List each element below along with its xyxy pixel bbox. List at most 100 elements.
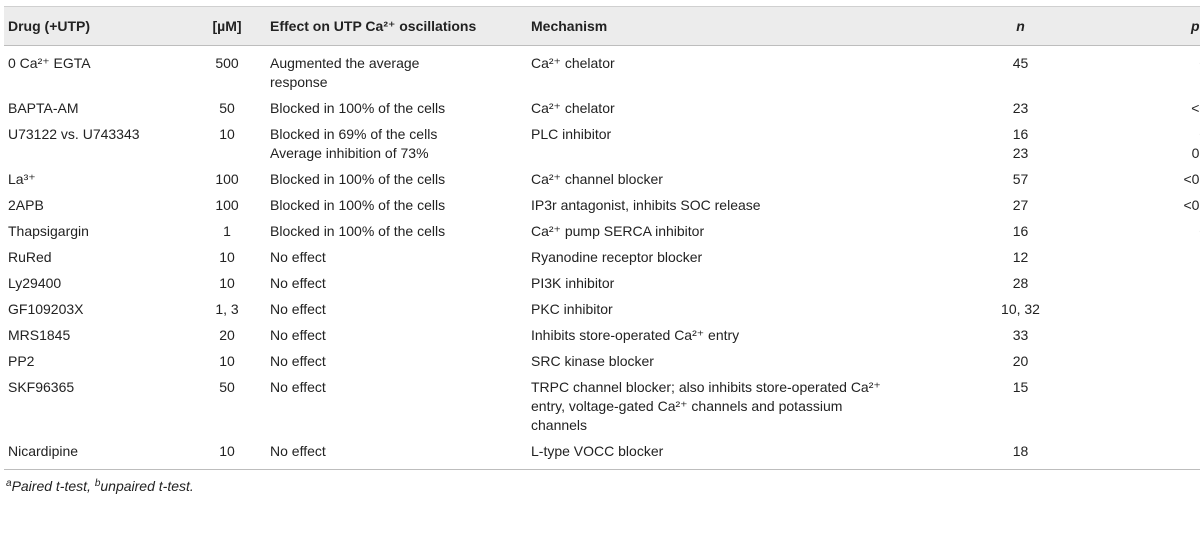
cell-mechanism-line: SRC kinase blocker [531, 353, 654, 369]
p-value-line: <0.0001a [1096, 170, 1200, 189]
cell-drug: Thapsigargin [8, 223, 89, 239]
p-value-line: 0.0001a [1096, 144, 1200, 163]
cell-effect-line: Augmented the average [270, 55, 420, 71]
cell-effect-line: No effect [270, 379, 326, 395]
cell-n: 57 [949, 167, 1092, 193]
footnote-mark-a: a [6, 478, 12, 489]
cell-drug: BAPTA-AM [8, 100, 79, 116]
header-p-value: p-value [1092, 6, 1200, 46]
cell-effect: No effect [266, 271, 527, 297]
cell-n: 45 [949, 46, 1092, 97]
cell-drug: GF109203X [8, 301, 84, 317]
cell-p-value: NSb [1092, 349, 1200, 375]
cell-effect: Blocked in 100% of the cells [266, 96, 527, 122]
p-value-line: NSb [1096, 248, 1200, 267]
cell-concentration: 1 [223, 223, 231, 239]
cell-p-value: NSb [1092, 323, 1200, 349]
cell-effect: No effect [266, 323, 527, 349]
cell-effect: Blocked in 100% of the cells [266, 193, 527, 219]
cell-mechanism-line: entry, voltage-gated Ca²⁺ channels and p… [531, 398, 843, 414]
cell-concentration: 50 [219, 100, 235, 116]
footnote-text-a: Paired t-test, [11, 478, 95, 494]
cell-n-line: 15 [1012, 379, 1029, 395]
cell-mechanism-line: PI3K inhibitor [531, 275, 615, 291]
cell-n: 12 [949, 245, 1092, 271]
cell-effect-line: Blocked in 100% of the cells [270, 171, 446, 187]
cell-drug: 2APB [8, 197, 44, 213]
header-row: Drug (+UTP) [µM] Effect on UTP Ca²⁺ osci… [4, 6, 1200, 46]
p-value-text: <0.001 [1191, 100, 1200, 116]
table-row: Thapsigargin 1 Blocked in 100% of the cell… [4, 219, 1200, 245]
cell-n-line: 16 [1012, 126, 1029, 142]
cell-mechanism-line: Ca²⁺ pump SERCA inhibitor [531, 223, 705, 239]
cell-mechanism-line: Ca²⁺ channel blocker [531, 171, 663, 187]
cell-n-line: 45 [1012, 55, 1029, 71]
cell-mechanism: Ca²⁺ chelator [527, 96, 949, 122]
cell-effect: Blocked in 100% of the cells [266, 167, 527, 193]
cell-drug: SKF96365 [8, 379, 75, 395]
cell-effect-line: No effect [270, 249, 326, 265]
cell-p-value: <0.0001a [1092, 193, 1200, 219]
cell-mechanism: Ryanodine receptor blocker [527, 245, 949, 271]
cell-effect-line: Blocked in 69% of the cells [270, 126, 438, 142]
cell-mechanism-line: L-type VOCC blocker [531, 443, 664, 459]
cell-p-value: NSb [1092, 375, 1200, 439]
cell-concentration: 100 [215, 197, 239, 213]
p-value-line: <0.0001a [1096, 196, 1200, 215]
cell-drug: MRS1845 [8, 327, 71, 343]
cell-mechanism: PLC inhibitor [527, 122, 949, 167]
cell-p-value: NSb [1092, 439, 1200, 470]
cell-n-line: 28 [1012, 275, 1029, 291]
cell-p-value: NSb [1092, 271, 1200, 297]
cell-effect-line: No effect [270, 327, 326, 343]
header-mechanism: Mechanism [527, 6, 949, 46]
cell-mechanism: PKC inhibitor [527, 297, 949, 323]
cell-p-value: NSb [1092, 297, 1200, 323]
cell-concentration: 10 [219, 126, 235, 142]
header-n: n [949, 6, 1092, 46]
cell-effect: Blocked in 100% of the cells [266, 219, 527, 245]
p-value-line: NSb [1096, 352, 1200, 371]
cell-effect-line: No effect [270, 301, 326, 317]
cell-mechanism: Ca²⁺ channel blocker [527, 167, 949, 193]
cell-p-value: 0.001a0.0001a [1092, 122, 1200, 167]
cell-concentration: 50 [219, 379, 235, 395]
cell-effect-line: No effect [270, 275, 326, 291]
cell-n: 20 [949, 349, 1092, 375]
cell-effect: No effect [266, 245, 527, 271]
cell-n-line: 20 [1012, 353, 1029, 369]
cell-p-value: <0.0001a [1092, 167, 1200, 193]
cell-effect: No effect [266, 349, 527, 375]
p-value-line: 0.038b [1096, 54, 1200, 73]
footnote-mark-b: b [94, 478, 101, 489]
cell-mechanism: L-type VOCC blocker [527, 439, 949, 470]
cell-drug: RuRed [8, 249, 52, 265]
drug-effects-table: Drug (+UTP) [µM] Effect on UTP Ca²⁺ osci… [4, 6, 1200, 470]
cell-n: 27 [949, 193, 1092, 219]
data-table-container: Drug (+UTP) [µM] Effect on UTP Ca²⁺ osci… [0, 6, 1200, 494]
cell-effect: No effect [266, 439, 527, 470]
cell-n-line: 27 [1012, 197, 1029, 213]
p-value-line: NSb [1096, 274, 1200, 293]
cell-concentration: 10 [219, 353, 235, 369]
cell-mechanism-line: Ryanodine receptor blocker [531, 249, 703, 265]
cell-mechanism: Inhibits store-operated Ca²⁺ entry [527, 323, 949, 349]
cell-concentration: 500 [215, 55, 239, 71]
cell-n-line: 23 [1012, 145, 1029, 161]
cell-n: 28 [949, 271, 1092, 297]
cell-effect: No effect [266, 297, 527, 323]
cell-concentration: 10 [219, 275, 235, 291]
p-value-line: <0.001a [1096, 99, 1200, 118]
cell-n-line: 57 [1012, 171, 1029, 187]
cell-drug: PP2 [8, 353, 35, 369]
